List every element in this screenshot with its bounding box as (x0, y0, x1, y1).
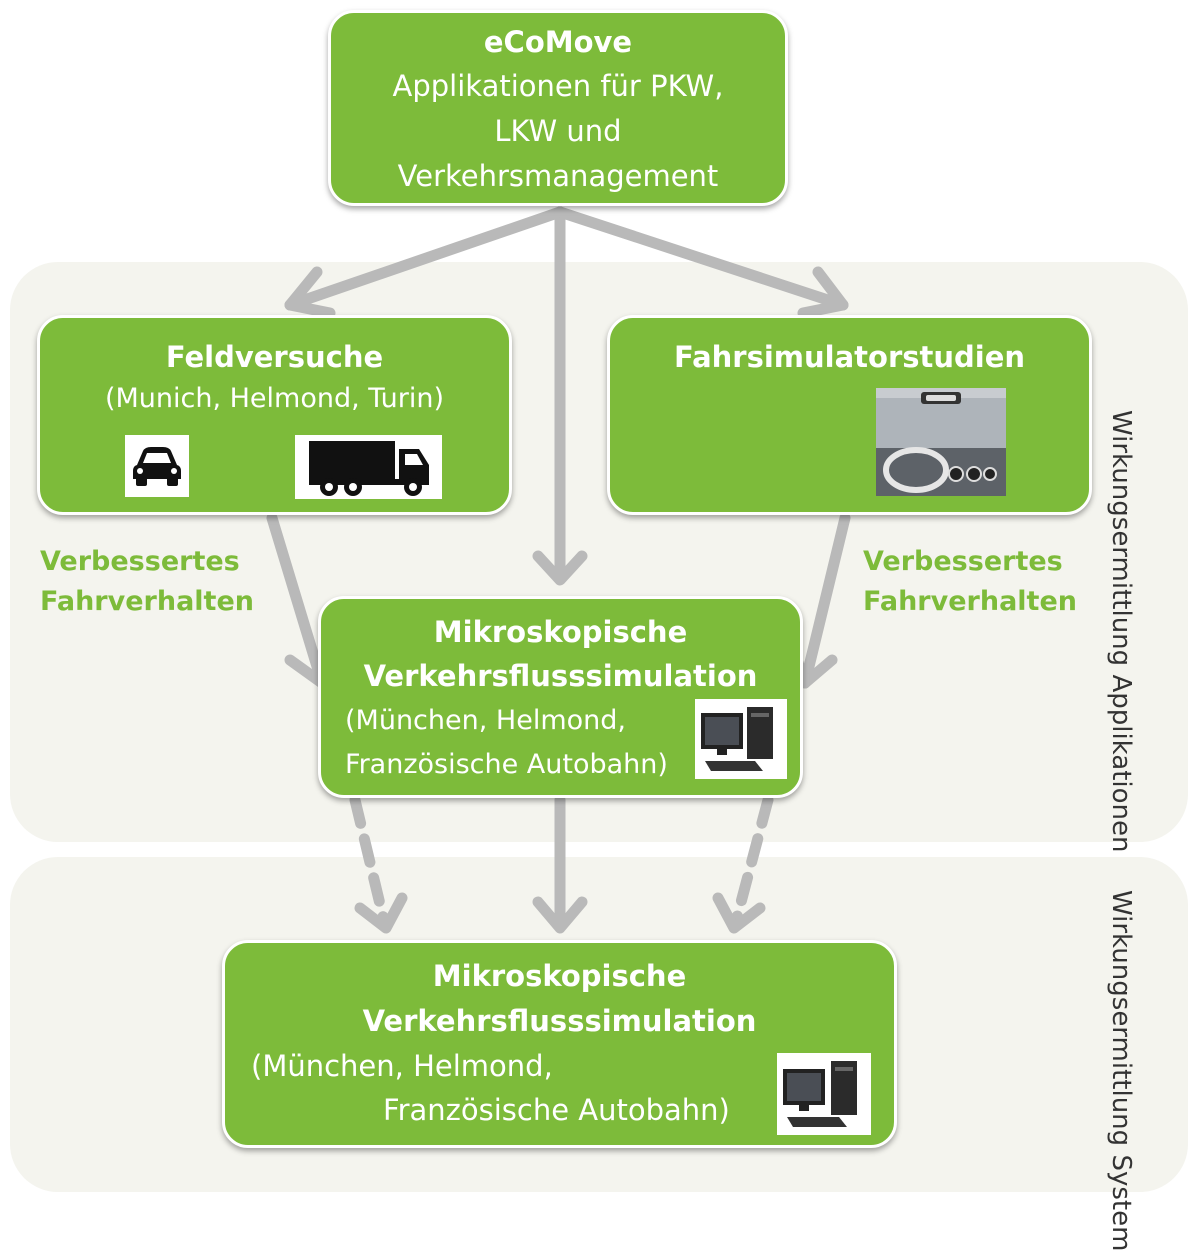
arrow-micro-to-micro2-center (532, 794, 588, 934)
feldversuche-box: Feldversuche (Munich, Helmond, Turin) (37, 315, 512, 515)
ecomove-line-3: Verkehrsmanagement (397, 159, 719, 193)
fahrsimulator-title: Fahrsimulatorstudien (673, 340, 1026, 374)
side-app-line-1: Wirkungsermittlung (1106, 410, 1136, 667)
ecomove-box: eCoMove Applikationen für PKW, LKW und V… (328, 10, 788, 206)
side-sys-line-1: Wirkungsermittlung (1106, 890, 1136, 1147)
micro-simulation-system-box: Mikroskopische Verkehrsflusssimulation (… (222, 940, 897, 1148)
micro2-title-1: Mikroskopische (432, 959, 687, 993)
side-sys-line-2: System (1106, 1154, 1136, 1251)
ecomove-title: eCoMove (483, 25, 633, 59)
micro-line-3: (München, Helmond, (345, 705, 626, 736)
label-right-verbessertes-fahrverhalten: Verbessertes Fahrverhalten (863, 542, 1077, 622)
label-left-line-2: Fahrverhalten (40, 586, 254, 617)
side-app-line-2: Applikationen (1106, 674, 1136, 853)
ecomove-line-1: Applikationen für PKW, (392, 69, 724, 103)
fahrsimulator-box: Fahrsimulatorstudien (607, 315, 1092, 515)
label-left-verbessertes-fahrverhalten: Verbessertes Fahrverhalten (40, 542, 254, 622)
computer-icon (777, 1053, 871, 1135)
micro2-line-4: Französische Autobahn) (383, 1093, 730, 1127)
arrow-top-to-fahrsim (554, 206, 849, 319)
feldversuche-subtitle: (Munich, Helmond, Turin) (104, 383, 445, 414)
arrow-top-to-feld (284, 206, 566, 319)
micro2-title-2: Verkehrsflusssimulation (362, 1004, 757, 1038)
feldversuche-title: Feldversuche (165, 340, 384, 374)
truck-icon (295, 435, 442, 499)
computer-icon (695, 699, 787, 779)
car-icon (125, 435, 189, 497)
arrow-top-to-micro (532, 206, 588, 586)
label-right-line-1: Verbessertes (863, 546, 1063, 577)
side-label-applikationen: Wirkungsermittlung Applikationen (1104, 410, 1138, 853)
arrow-micro-to-micro2-right-dashed (712, 794, 774, 934)
micro-simulation-box: Mikroskopische Verkehrsflusssimulation (… (318, 596, 803, 798)
side-label-system: Wirkungsermittlung System (1104, 890, 1138, 1251)
micro2-line-3: (München, Helmond, (251, 1049, 553, 1083)
arrow-micro-to-micro2-left-dashed (349, 794, 408, 934)
label-right-line-2: Fahrverhalten (863, 586, 1077, 617)
ecomove-line-2: LKW und (494, 114, 622, 148)
label-left-line-1: Verbessertes (40, 546, 240, 577)
micro-line-4: Französische Autobahn) (345, 749, 668, 780)
micro-title-2: Verkehrsflusssimulation (363, 659, 758, 693)
micro-title-1: Mikroskopische (433, 615, 688, 649)
driving-simulator-icon (876, 388, 1006, 496)
